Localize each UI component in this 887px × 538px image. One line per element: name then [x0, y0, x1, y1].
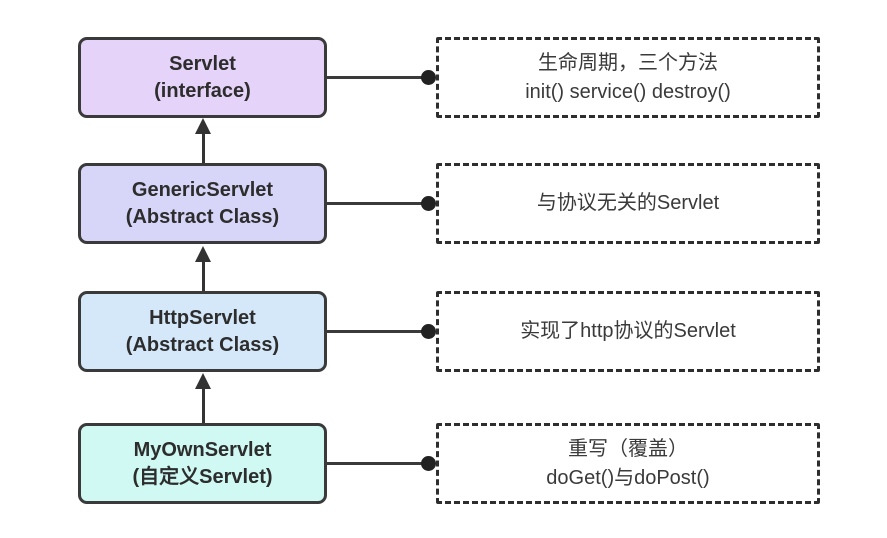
arrow-up-icon [195, 246, 211, 262]
arrow-up-icon [195, 373, 211, 389]
desc-line: init() service() destroy() [525, 80, 731, 103]
connector-line [327, 462, 429, 465]
desc-line: 与协议无关的Servlet [536, 192, 720, 214]
class-name: GenericServlet [131, 179, 274, 202]
connector-line [327, 76, 429, 79]
diagram-row-genericservlet: GenericServlet (Abstract Class) 与协议无关的Se… [0, 163, 887, 244]
diagram-row-myownservlet: MyOwnServlet (自定义Servlet) 重写（覆盖） doGet()… [0, 423, 887, 504]
class-name: HttpServlet [149, 307, 256, 330]
diagram-row-httpservlet: HttpServlet (Abstract Class) 实现了http协议的S… [0, 291, 887, 372]
inheritance-arrow-myown-to-http [195, 373, 211, 423]
class-name: MyOwnServlet [133, 439, 272, 462]
class-subtitle: (Abstract Class) [125, 205, 280, 228]
connector-dot [421, 196, 436, 211]
class-subtitle: (Abstract Class) [125, 333, 280, 356]
class-box-genericservlet: GenericServlet (Abstract Class) [78, 163, 327, 244]
connector-dot [421, 456, 436, 471]
inheritance-arrow-http-to-generic [195, 246, 211, 291]
class-box-myownservlet: MyOwnServlet (自定义Servlet) [78, 423, 327, 504]
class-name: Servlet [169, 53, 236, 76]
connector-line [327, 202, 429, 205]
connector-dot [421, 324, 436, 339]
desc-box-protocol-independent: 与协议无关的Servlet [436, 163, 820, 244]
desc-line: doGet()与doPost() [546, 466, 710, 489]
connector-dot [421, 70, 436, 85]
arrow-up-icon [195, 118, 211, 134]
class-box-servlet: Servlet (interface) [78, 37, 327, 118]
desc-line: 实现了http协议的Servlet [520, 320, 736, 342]
desc-box-override: 重写（覆盖） doGet()与doPost() [436, 423, 820, 504]
connector-line [327, 330, 429, 333]
desc-line: 重写（覆盖） [568, 437, 688, 460]
desc-box-http-protocol: 实现了http协议的Servlet [436, 291, 820, 372]
class-subtitle: (自定义Servlet) [132, 465, 273, 488]
class-box-httpservlet: HttpServlet (Abstract Class) [78, 291, 327, 372]
desc-line: 生命周期，三个方法 [538, 51, 718, 74]
class-subtitle: (interface) [154, 79, 251, 102]
inheritance-arrow-generic-to-servlet [195, 118, 211, 163]
desc-box-lifecycle: 生命周期，三个方法 init() service() destroy() [436, 37, 820, 118]
diagram-row-servlet: Servlet (interface) 生命周期，三个方法 init() ser… [0, 37, 887, 118]
